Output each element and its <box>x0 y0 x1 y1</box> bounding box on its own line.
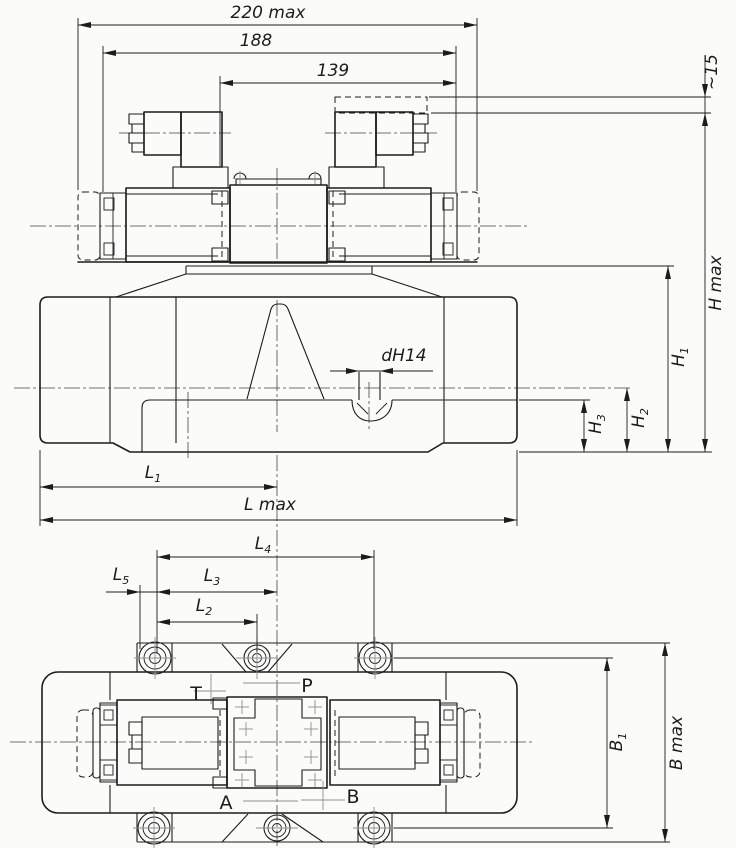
port-hole-marks <box>235 700 322 787</box>
cable-gland <box>128 113 145 125</box>
dim-label-l3: L3 <box>204 566 220 588</box>
plan-view <box>41 637 670 848</box>
left-din-connector <box>128 111 223 168</box>
port-label-b: B <box>346 786 359 808</box>
right-solenoid-plan <box>329 699 481 786</box>
valve-body-plan <box>41 671 518 814</box>
mating-plug-outline <box>334 96 428 114</box>
manual-override-cap <box>456 191 480 261</box>
port-label-a: A <box>220 792 233 814</box>
bottom-mounting-tabs <box>133 807 670 848</box>
dim-label-l2: L2 <box>196 596 212 618</box>
left-solenoid-plan <box>76 699 228 786</box>
port-labels: T P A B <box>189 675 359 814</box>
manual-override-cap <box>77 191 101 261</box>
dimension-labels: 220 max 188 139 ~15 H max H1 H2 H3 dH14 … <box>113 3 726 770</box>
dim-label-l5: L5 <box>113 565 129 587</box>
port-label-p: P <box>301 675 312 697</box>
dim-label-bmax: B max <box>667 715 687 770</box>
right-din-connector <box>334 96 429 168</box>
dim-label-hole-dia: dH14 <box>381 346 426 366</box>
dim-label-body-width: 188 <box>240 31 273 51</box>
right-solenoid-front <box>326 166 480 263</box>
dim-label-l4: L4 <box>255 534 271 556</box>
valve-body-front <box>229 184 328 264</box>
coil-terminal-base <box>172 166 229 189</box>
coil-terminal-base <box>328 166 385 189</box>
front-view <box>77 96 480 264</box>
dim-label-l1: L1 <box>145 463 161 485</box>
dimension-lines <box>39 18 712 842</box>
dim-label-h2: H2 <box>629 408 651 428</box>
manual-override-cap <box>463 709 481 778</box>
dim-label-lmax: L max <box>244 495 297 515</box>
dim-label-plug-clearance: ~15 <box>702 54 722 90</box>
cable-gland <box>412 113 429 125</box>
left-solenoid-front <box>77 166 231 263</box>
manual-override-cap <box>76 709 94 778</box>
valve-body-side <box>39 296 518 453</box>
center-boss <box>246 303 325 400</box>
dim-label-b1: B1 <box>607 733 629 752</box>
side-view <box>39 265 674 453</box>
dim-label-hmax: H max <box>706 254 726 310</box>
port-label-t: T <box>189 683 202 705</box>
dim-label-h1: H1 <box>669 347 691 367</box>
dim-label-h3: H3 <box>586 414 608 434</box>
dim-label-connector-width: 139 <box>317 61 349 81</box>
dim-label-overall-width: 220 max <box>231 3 307 23</box>
locating-hole <box>351 372 393 422</box>
